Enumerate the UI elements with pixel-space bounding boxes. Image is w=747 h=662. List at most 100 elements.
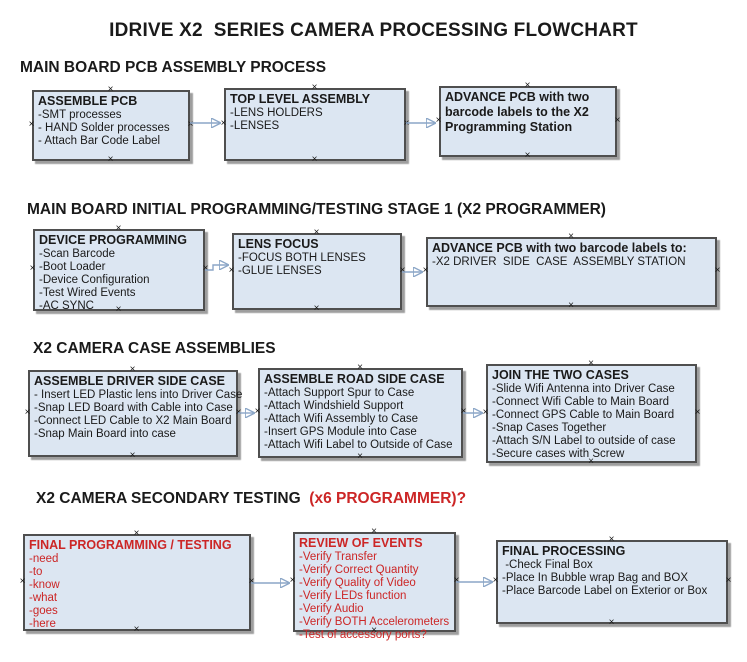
connection-point-icon [24, 410, 31, 417]
connection-point-icon [453, 578, 460, 585]
box-item: -SMT processes [38, 109, 122, 121]
box-title: ASSEMBLE ROAD SIDE CASE [264, 372, 445, 386]
box-item: -Check Final Box [502, 559, 593, 571]
box-item: -Attach Wifi Assembly to Case [264, 413, 419, 425]
box-item: -AC SYNC [39, 300, 94, 312]
box-item: -Verify Quality of Video [299, 577, 416, 589]
box-item: -Boot Loader [39, 261, 106, 273]
box-item: -here [29, 618, 56, 630]
flow-box-advance-pcb-programming-station: ADVANCE PCB with two barcode labels to t… [439, 86, 617, 157]
flow-box-review-of-events: REVIEW OF EVENTS -Verify Transfer -Verif… [293, 529, 456, 641]
box-title: FINAL PROGRAMMING / TESTING [29, 538, 232, 552]
flow-box-assemble-driver-side-case: ASSEMBLE DRIVER SIDE CASE - Insert LED P… [28, 367, 243, 460]
box-title: ADVANCE PCB with two barcode labels to: [432, 241, 687, 255]
box-item: -Attach Support Spur to Case [264, 387, 415, 399]
connection-point-icon [399, 268, 406, 275]
box-title: LENS FOCUS [238, 237, 319, 251]
connection-point-icon [313, 306, 320, 313]
connection-point-icon [568, 303, 575, 310]
connection-point-icon [248, 579, 255, 586]
section-heading-secondary-testing: X2 CAMERA SECONDARY TESTING (x6 PROGRAMM… [36, 490, 466, 508]
box-item: -Insert GPS Module into Case [264, 426, 417, 438]
box-item: - Insert LED Plastic lens into Driver Ca… [34, 389, 243, 401]
box-item: -Connect Wifi Cable to Main Board [492, 396, 670, 408]
box-item: -Secure cases with Screw [492, 448, 625, 460]
connection-point-icon [492, 578, 499, 585]
connection-point-icon [107, 87, 114, 94]
box-item: -Place In Bubble wrap Bag and BOX [502, 572, 689, 584]
section-heading-secondary-testing-red: (x6 PROGRAMMER)? [305, 490, 467, 507]
box-item: -Snap LED Board with Cable into Case [34, 402, 233, 414]
connection-point-icon [235, 410, 242, 417]
connection-point-icon [311, 85, 318, 92]
box-title: ASSEMBLE DRIVER SIDE CASE [34, 374, 226, 388]
section-heading-initial-programming: MAIN BOARD INITIAL PROGRAMMING/TESTING S… [27, 201, 606, 218]
box-item: -Snap Main Board into case [34, 428, 176, 440]
box-title: ASSEMBLE PCB [38, 94, 138, 108]
connection-point-icon [608, 537, 615, 544]
connection-point-icon [482, 410, 489, 417]
box-item: -Verify Transfer [299, 551, 377, 563]
connection-point-icon [524, 83, 531, 90]
box-item: -know [29, 579, 60, 591]
connection-point-icon [422, 268, 429, 275]
connection-point-icon [220, 121, 227, 128]
box-item: -to [29, 566, 43, 578]
box-item: -Verify Audio [299, 603, 364, 615]
section-heading-pcb-assembly: MAIN BOARD PCB ASSEMBLY PROCESS [20, 59, 327, 76]
box-item: -Scan Barcode [39, 248, 116, 260]
connection-point-icon [403, 121, 410, 128]
box-item: -Connect GPS Cable to Main Board [492, 409, 675, 421]
box-title: TOP LEVEL ASSEMBLY [230, 92, 371, 106]
flow-box-assemble-pcb: ASSEMBLE PCB -SMT processes - HAND Solde… [32, 90, 190, 161]
box-item: -Slide Wifi Antenna into Driver Case [492, 383, 675, 395]
box-item: -LENS HOLDERS [230, 107, 323, 119]
box-item: -goes [29, 605, 58, 617]
box-item: -Connect LED Cable to X2 Main Board [34, 415, 232, 427]
connection-point-icon [107, 157, 114, 164]
flow-box-advance-pcb-driver-side-station: ADVANCE PCB with two barcode labels to: … [426, 237, 717, 307]
box-item: -Attach S/N Label to outside of case [492, 435, 676, 447]
section-heading-secondary-testing-black: X2 CAMERA SECONDARY TESTING [36, 490, 305, 507]
flow-box-device-programming: DEVICE PROGRAMMING -Scan Barcode -Boot L… [33, 229, 205, 312]
connection-point-icon [187, 122, 194, 129]
connection-point-icon [19, 579, 26, 586]
connection-point-icon [435, 118, 442, 125]
connection-point-icon [28, 122, 35, 129]
connection-point-icon [614, 118, 621, 125]
box-item: -LENSES [230, 120, 280, 132]
connection-point-icon [129, 453, 136, 460]
flow-box-join-the-two-cases: JOIN THE TWO CASES -Slide Wifi Antenna i… [486, 364, 697, 463]
connection-point-icon [371, 529, 378, 536]
flow-box-lens-focus: LENS FOCUS -FOCUS BOTH LENSES -GLUE LENS… [232, 233, 402, 310]
connection-point-icon [228, 268, 235, 275]
box-item: -Attach Windshield Support [264, 400, 404, 412]
box-title: FINAL PROCESSING [502, 544, 626, 558]
box-item: -GLUE LENSES [238, 265, 322, 277]
connection-point-icon [254, 409, 261, 416]
box-item: - Attach Bar Code Label [38, 135, 161, 147]
box-item: - HAND Solder processes [38, 122, 170, 134]
connection-point-icon [714, 268, 721, 275]
box-item: -Attach Wifi Label to Outside of Case [264, 439, 453, 451]
section-heading-case-assemblies: X2 CAMERA CASE ASSEMBLIES [33, 340, 276, 357]
flow-box-top-level-assembly: TOP LEVEL ASSEMBLY -LENS HOLDERS -LENSES [224, 88, 406, 161]
connection-point-icon [313, 230, 320, 237]
connection-point-icon [694, 410, 701, 417]
box-item: -FOCUS BOTH LENSES [238, 252, 366, 264]
box-title: JOIN THE TWO CASES [492, 368, 629, 382]
connection-point-icon [29, 266, 36, 273]
flow-box-final-processing: FINAL PROCESSING -Check Final Box -Place… [496, 540, 728, 624]
flow-box-assemble-road-side-case: ASSEMBLE ROAD SIDE CASE -Attach Support … [258, 368, 463, 458]
connection-point-icon [129, 367, 136, 374]
connection-point-icon [460, 409, 467, 416]
connection-point-icon [202, 266, 209, 273]
box-item: -Verify LEDs function [299, 590, 407, 602]
connection-point-icon [524, 153, 531, 160]
page-title: IDRIVE X2 SERIES CAMERA PROCESSING FLOWC… [109, 20, 638, 41]
box-item: -X2 DRIVER SIDE CASE ASSEMBLY STATION [432, 256, 686, 268]
connection-point-icon [311, 157, 318, 164]
connection-point-icon [133, 531, 140, 538]
box-item: -Device Configuration [39, 274, 150, 286]
